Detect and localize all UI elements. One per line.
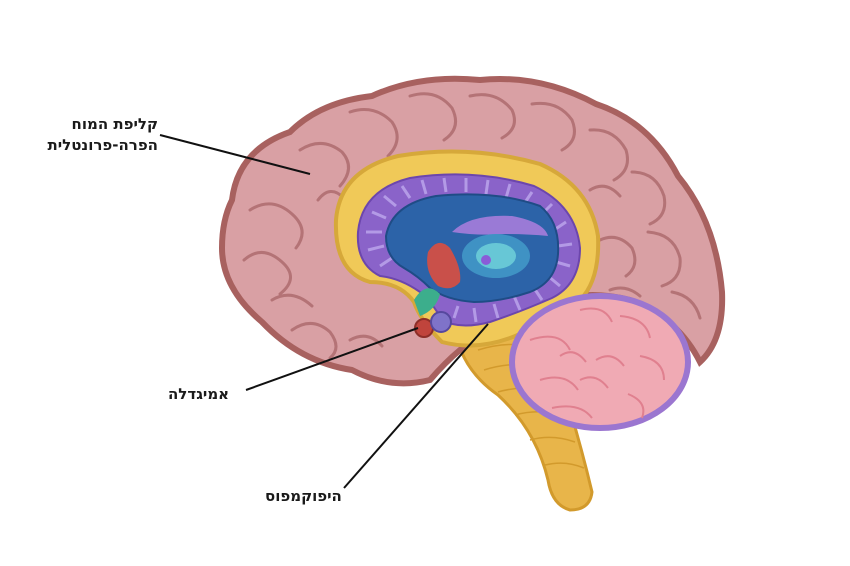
- label-hippocampus: היפוקמפוס: [265, 487, 342, 505]
- pineal-dot: [481, 255, 491, 265]
- limbic-ring-stripes: [366, 177, 573, 323]
- cerebellum: [509, 293, 691, 431]
- label-prefrontal-line1: קליפת המוח: [71, 115, 158, 133]
- label-prefrontal-line2: הפרה-פרונטלית: [47, 136, 158, 154]
- thalamus-inner: [476, 243, 516, 269]
- cortex-sulci: [242, 92, 702, 360]
- label-amygdala: אמיגדלה: [168, 385, 230, 403]
- label-prefrontal-cortex: קליפת המוח הפרה-פרונטלית: [46, 114, 158, 156]
- pituitary-green: [414, 288, 440, 316]
- hypothalamus: [427, 242, 461, 289]
- hippocampus-head: [430, 311, 452, 333]
- leader-line-amygdala: [245, 327, 419, 391]
- leader-line-hippocampus: [343, 323, 489, 489]
- leader-line-prefrontal: [159, 134, 311, 175]
- cerebellum-folia: [529, 307, 665, 419]
- caudate-purple: [452, 215, 548, 236]
